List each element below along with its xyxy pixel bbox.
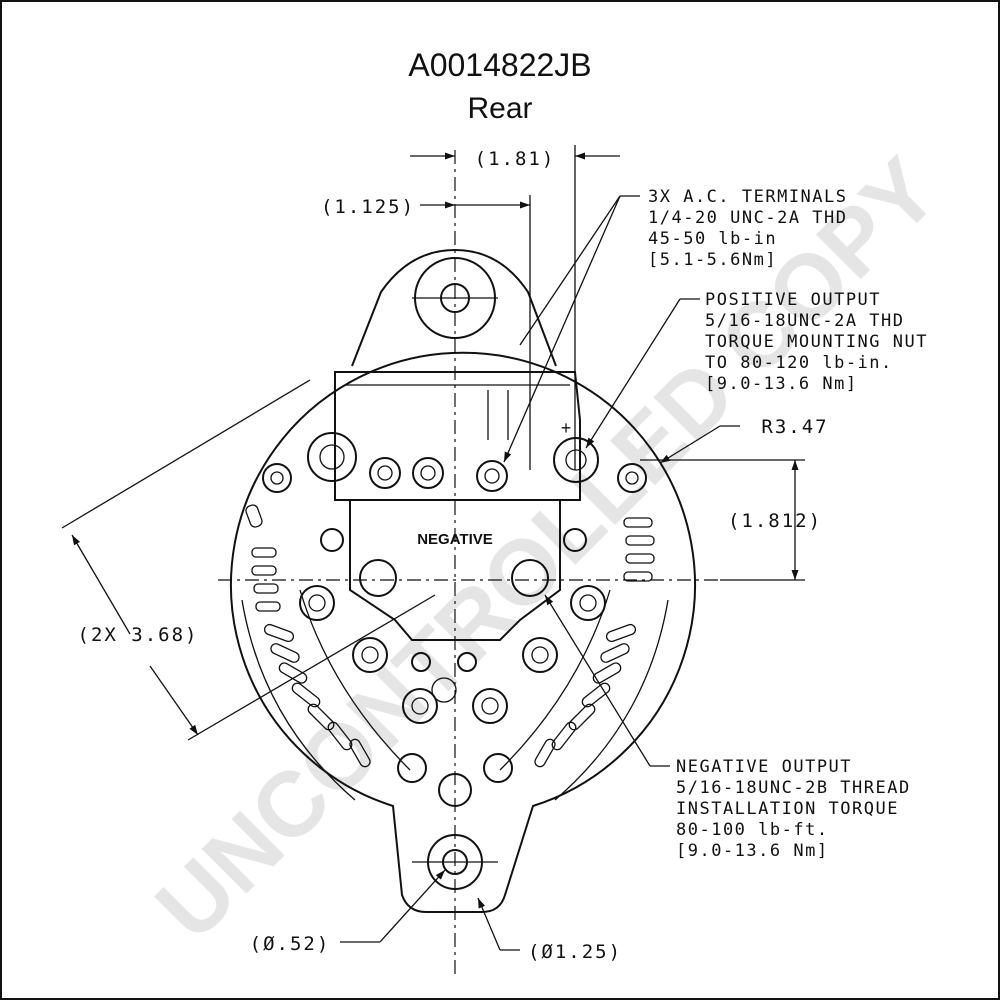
rectifier-plate	[349, 499, 561, 641]
housing-outline	[230, 351, 696, 913]
cooling-slots-left	[245, 504, 371, 768]
dim-dia-1-25: (Ø1.25)	[528, 941, 622, 963]
dim-dia-52: (Ø.52)	[250, 933, 331, 955]
callout-negative-output: NEGATIVE OUTPUT 5/16-18UNC-2B THREAD INS…	[676, 757, 911, 861]
dim-1-81: (1.81)	[475, 148, 556, 170]
positive-output-line-4: TO 80-120 lb-in.	[705, 353, 893, 373]
right-side-bolt	[617, 463, 647, 493]
negative-output-line-1: NEGATIVE OUTPUT	[676, 757, 852, 777]
callout-positive-output: POSITIVE OUTPUT 5/16-18UNC-2A THD TORQUE…	[705, 290, 928, 394]
lower-vent-right	[483, 753, 513, 783]
dim-2x-3-68: (2X 3.68)	[78, 624, 199, 646]
ac-terminal-2	[412, 457, 444, 489]
positive-marking: +	[561, 418, 572, 438]
diode-2	[352, 637, 388, 673]
regulator-housing	[334, 371, 581, 501]
dim-r3-47: R3.47	[761, 416, 828, 438]
dim-1-812: (1.812)	[728, 510, 822, 532]
diode-6	[570, 585, 606, 621]
left-boss	[307, 432, 357, 482]
ac-terminal-1	[369, 457, 401, 489]
part-number-title: A0014822JB	[408, 47, 591, 83]
cooling-slots-right	[534, 517, 655, 768]
diode-3	[402, 688, 438, 724]
diode-4	[472, 688, 508, 724]
diode-5	[522, 637, 558, 673]
ac-terminals-line-1: 3X A.C. TERMINALS	[648, 187, 848, 207]
positive-output-line-5: [9.0-13.6 Nm]	[705, 374, 858, 394]
plate-screw-left	[320, 528, 344, 552]
callout-leaders	[503, 195, 700, 767]
lower-vent-left	[397, 753, 427, 783]
ac-terminal-3	[476, 460, 508, 492]
view-subtitle: Rear	[467, 92, 532, 125]
negative-output-line-4: 80-100 lb-ft.	[676, 820, 829, 840]
positive-output-line-3: TORQUE MOUNTING NUT	[705, 332, 928, 352]
callout-ac-terminals: 3X A.C. TERMINALS 1/4-20 UNC-2A THD 45-5…	[648, 187, 848, 270]
positive-output-stud	[553, 437, 599, 483]
negative-output-line-2: 5/16-18UNC-2B THREAD	[676, 778, 911, 798]
positive-output-line-2: 5/16-18UNC-2A THD	[705, 311, 905, 331]
ac-terminals-line-4: [5.1-5.6Nm]	[648, 250, 777, 270]
rectifier-hole-left	[359, 559, 397, 597]
watermark-text: UNCONTROLLED COPY	[137, 139, 957, 959]
plate-screw-right	[563, 528, 587, 552]
rectifier-diodes	[299, 585, 606, 724]
center-lines	[218, 150, 720, 975]
alternator-body: + NEGATIVE	[230, 248, 696, 913]
diode-1	[299, 585, 335, 621]
negative-output-stud	[511, 559, 549, 597]
left-side-bolt	[262, 463, 292, 493]
upper-mounting-ear	[351, 248, 557, 367]
negative-output-line-3: INSTALLATION TORQUE	[676, 799, 899, 819]
positive-output-line-1: POSITIVE OUTPUT	[705, 290, 881, 310]
ac-terminals-line-3: 45-50 lb-in	[648, 229, 777, 249]
dimension-lines	[61, 145, 805, 951]
dim-1-125: (1.125)	[321, 196, 415, 218]
negative-output-line-5: [9.0-13.6 Nm]	[676, 841, 829, 861]
ac-terminals-line-2: 1/4-20 UNC-2A THD	[648, 208, 848, 228]
